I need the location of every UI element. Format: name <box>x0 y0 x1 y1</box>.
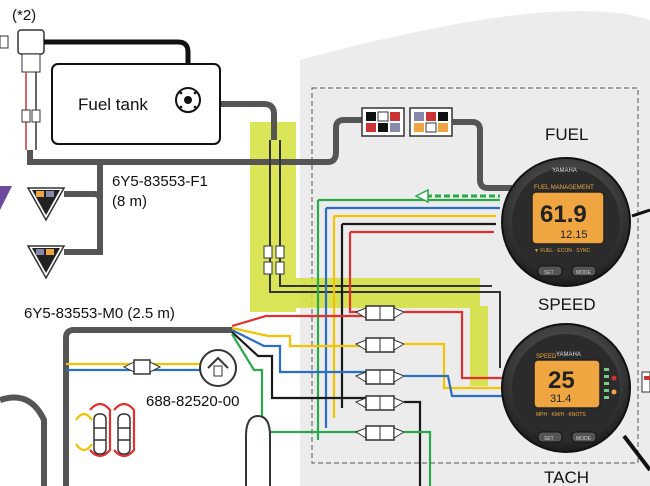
fuel-gauge-big-value: 61.9 <box>540 201 587 228</box>
speed-gauge-footer: MPH · KM/H · KNOTS <box>536 412 586 418</box>
harness-f1-length: (8 m) <box>112 193 147 210</box>
top-connector <box>0 29 45 73</box>
fuel-tank <box>51 63 221 145</box>
left-harness-curve <box>0 394 47 486</box>
probe-handle <box>245 414 271 486</box>
connector-block-4 <box>354 395 406 411</box>
harness-thin-vertical-2 <box>279 140 492 287</box>
pin-connectors-left <box>21 72 41 150</box>
fuel-gauge-brand: YAMAHA <box>552 168 577 174</box>
fuse-holder-loops <box>75 402 136 458</box>
speed-gauge-title: SPEED <box>538 295 596 314</box>
sender-part-label: 688-82520-00 <box>146 393 239 410</box>
harness-m0 <box>63 327 232 486</box>
fuel-vent-hose <box>44 39 191 100</box>
fuel-gauge-small-value: 12.15 <box>560 229 588 241</box>
speed-gauge <box>501 323 631 453</box>
speed-gauge-big-value: 25 <box>548 367 575 394</box>
fuel-gauge-footer: ▼ FUEL · ECON · SYNC <box>534 248 591 254</box>
fuel-tank-label: Fuel tank <box>78 95 148 114</box>
harness-tank-sender <box>188 101 277 140</box>
inline-fuses <box>263 245 285 275</box>
fuel-gauge-btn-set: SET <box>544 270 554 276</box>
fuel-gauge-btn-mode: MODE <box>576 270 592 276</box>
harness-main <box>27 117 362 165</box>
fuel-gauge-title: FUEL <box>545 125 588 144</box>
speed-gauge-screen-title: SPEED <box>536 354 557 360</box>
multipin-connector-a <box>361 107 405 137</box>
note-ref: (*2) <box>12 7 36 24</box>
harness-to-fuel-gauge <box>452 119 512 191</box>
speed-sender <box>199 349 237 387</box>
connector-block-2 <box>354 337 406 353</box>
triangle-connector-2 <box>26 245 66 280</box>
m0-wires <box>231 314 366 434</box>
harness-f1-part: 6Y5-83553-F1 <box>112 173 208 190</box>
fuel-gauge <box>501 157 631 287</box>
right-edge-connector-b <box>641 371 650 393</box>
sender-connector <box>122 359 162 375</box>
speed-gauge-btn-mode: MODE <box>576 436 592 442</box>
speed-gauge-btn-set: SET <box>544 436 554 442</box>
speed-gauge-wires <box>404 310 508 486</box>
gauge-enclosure-dashed <box>311 87 639 464</box>
speed-gauge-small-value: 31.4 <box>550 393 571 405</box>
connector-block-1 <box>354 305 406 321</box>
right-edge-connector-a <box>631 208 650 218</box>
fuse-holders <box>93 413 131 455</box>
triangle-connector-1 <box>26 187 66 222</box>
harness-m0-label: 6Y5-83553-M0 (2.5 m) <box>24 305 175 322</box>
harness-down-left <box>64 191 103 255</box>
connector-block-5 <box>354 425 406 441</box>
harness-thin-vertical <box>269 140 501 368</box>
multipin-connector-b <box>409 107 453 137</box>
tach-cable <box>622 434 650 472</box>
fuel-gauge-screen-title: FUEL MANAGEMENT <box>534 185 594 191</box>
right-edge-connector-b-red <box>644 376 650 380</box>
left-edge-triangle <box>0 186 12 210</box>
tach-gauge-title: TACH <box>544 468 589 486</box>
green-arrow-head <box>414 188 429 204</box>
connector-block-3 <box>354 369 406 385</box>
speed-gauge-brand: YAMAHA <box>556 352 581 358</box>
